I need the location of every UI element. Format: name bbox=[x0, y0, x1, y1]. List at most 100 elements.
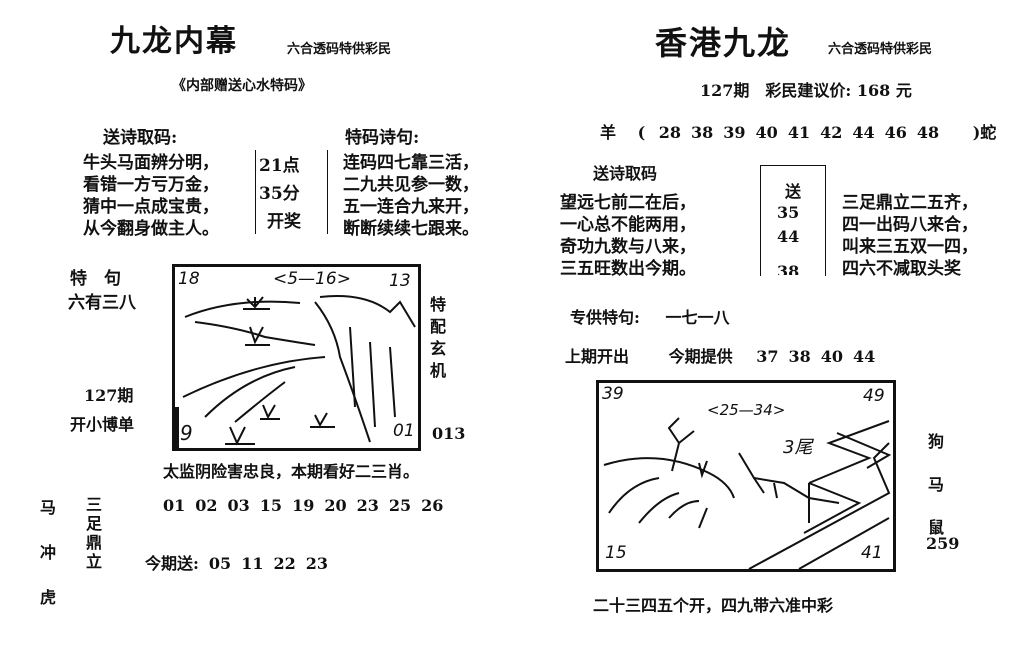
send-row: 今期送: 05 11 22 23 bbox=[145, 550, 338, 574]
poem-line: 四六不减取头奖 bbox=[842, 259, 961, 279]
draw-time: 21点 35分 开奖 bbox=[259, 152, 301, 236]
poem-line: 连码四七靠三活， bbox=[343, 153, 479, 173]
pic-bottom-left: 15 bbox=[605, 543, 627, 563]
send-label: 今期送: bbox=[145, 554, 199, 573]
period-price: 127期 彩民建议价: 168 元 bbox=[700, 81, 912, 100]
poem-line: 望远七前二在后， bbox=[560, 193, 696, 213]
number: 46 bbox=[884, 123, 907, 142]
draw-hour: 21点 bbox=[259, 156, 300, 176]
char: 足 bbox=[86, 514, 103, 533]
small-bet: 开小博单 bbox=[70, 415, 135, 434]
poem-line: 二九共见参一数， bbox=[343, 175, 479, 195]
pic-bottom-right: 41 bbox=[861, 543, 883, 563]
pic-range: <5—16> bbox=[273, 269, 351, 289]
poem-line: 奇功九数与八来， bbox=[560, 237, 696, 257]
side-number: 013 bbox=[432, 424, 466, 443]
char: 马 bbox=[40, 498, 57, 517]
poem-line: 叫来三五双一四， bbox=[842, 237, 978, 257]
poem-line: 一心总不能两用， bbox=[560, 215, 696, 235]
number: 23 bbox=[305, 554, 328, 573]
number: 40 bbox=[755, 123, 778, 142]
number: 44 bbox=[852, 123, 875, 142]
char: 机 bbox=[430, 361, 447, 380]
poem-line: 四一出码八来合， bbox=[842, 215, 978, 235]
number: 40 bbox=[820, 347, 843, 366]
number: 03 bbox=[227, 496, 250, 515]
zodiac-vertical: 马 冲 虎 bbox=[40, 485, 56, 620]
right-subtitle: 六合透码特供彩民 bbox=[828, 42, 933, 57]
draw-minute: 35分 bbox=[259, 184, 300, 204]
left-picture: 18 <5—16> 13 9 01 bbox=[172, 264, 421, 451]
number: 48 bbox=[916, 123, 940, 142]
poem-line: 五一连合九来开， bbox=[343, 197, 479, 217]
number: 44 bbox=[852, 347, 876, 366]
number: 23 bbox=[356, 496, 379, 515]
poem-line: 断断续续七跟来。 bbox=[343, 219, 479, 239]
divider bbox=[255, 150, 256, 234]
poem2-heading: 特码诗句: bbox=[345, 128, 420, 148]
pic-bottom-right: 01 bbox=[393, 421, 415, 441]
number: 44 bbox=[777, 227, 800, 246]
tripod-vertical: 三 足 鼎 立 bbox=[86, 495, 102, 571]
char: 鼎 bbox=[86, 533, 103, 552]
last-label: 上期开出 bbox=[565, 347, 630, 366]
pic-top-left: 39 bbox=[602, 384, 624, 404]
side-number: 259 bbox=[926, 534, 960, 553]
zodiac: 马 bbox=[928, 475, 945, 494]
number: 15 bbox=[259, 496, 283, 515]
number: 41 bbox=[787, 123, 811, 142]
char: 玄 bbox=[430, 339, 447, 358]
poem-line: 猜中一点成宝贵， bbox=[83, 197, 219, 217]
poem2: 连码四七靠三活， 二九共见参一数， 五一连合九来开， 断断续续七跟来。 bbox=[343, 152, 479, 240]
poem-line: 牛头马面辨分明， bbox=[83, 153, 219, 173]
number: 38 bbox=[691, 123, 714, 142]
pic-bottom-left: 9 bbox=[180, 421, 193, 445]
number: 01 bbox=[163, 496, 186, 515]
number: 37 bbox=[756, 347, 779, 366]
draw-label: 开奖 bbox=[267, 212, 301, 232]
number: 38 bbox=[788, 347, 811, 366]
special-text: 六有三八 bbox=[68, 293, 136, 313]
number: 22 bbox=[273, 554, 296, 573]
char: 特 bbox=[430, 295, 447, 314]
right-poem-heading: 送诗取码 bbox=[593, 164, 658, 183]
zodiac: 鼠 bbox=[928, 518, 945, 537]
right-poem1: 望远七前二在后， 一心总不能两用， 奇功九数与八来， 三五旺数出今期。 bbox=[560, 192, 696, 280]
pic-top-right: 49 bbox=[863, 386, 885, 406]
poem1: 牛头马面辨分明， 看错一方亏万金， 猜中一点成宝贵， 从今翻身做主人。 bbox=[83, 152, 219, 240]
right-poem2: 三足鼎立二五齐， 四一出码八来合， 叫来三五双一四， 四六不减取头奖 bbox=[842, 192, 978, 280]
number: 25 bbox=[388, 496, 412, 515]
number: 02 bbox=[195, 496, 218, 515]
special-text: 一七一八 bbox=[665, 308, 730, 327]
pic-top-left: 18 bbox=[178, 269, 200, 289]
left-subtitle: 六合透码特供彩民 bbox=[287, 42, 392, 57]
landscape-sketch bbox=[175, 295, 416, 448]
send-label: 送 bbox=[785, 182, 802, 201]
number: 05 bbox=[208, 554, 232, 573]
pic-top-right: 13 bbox=[389, 271, 411, 291]
right-picture: 39 <25—34> 49 3尾 15 41 bbox=[596, 380, 896, 572]
pic-tail: 3尾 bbox=[783, 437, 813, 458]
number: 11 bbox=[241, 554, 264, 573]
bottom-text: 二十三四五个开，四九带六准中彩 bbox=[593, 596, 834, 615]
char: 虎 bbox=[40, 588, 57, 607]
landscape-sketch bbox=[603, 417, 892, 569]
zodiac-left: 羊 bbox=[600, 123, 617, 142]
number: 35 bbox=[777, 203, 800, 222]
zodiac: 狗 bbox=[928, 432, 945, 451]
number: 20 bbox=[324, 496, 347, 515]
side-vertical: 特 配 玄 机 bbox=[430, 294, 446, 382]
left-title: 九龙内幕 bbox=[110, 24, 238, 59]
number: 26 bbox=[421, 496, 444, 515]
number: 38 bbox=[777, 262, 800, 275]
zodiac-right: 蛇 bbox=[980, 123, 997, 142]
left-tagline: 《内部赠送心水特码》 bbox=[172, 78, 312, 94]
char: 三 bbox=[86, 495, 103, 514]
special-label: 专供特句: bbox=[570, 308, 640, 327]
send-box: 送 35 44 38 bbox=[760, 165, 826, 276]
period: 127期 bbox=[84, 386, 134, 405]
char: 配 bbox=[430, 317, 447, 336]
